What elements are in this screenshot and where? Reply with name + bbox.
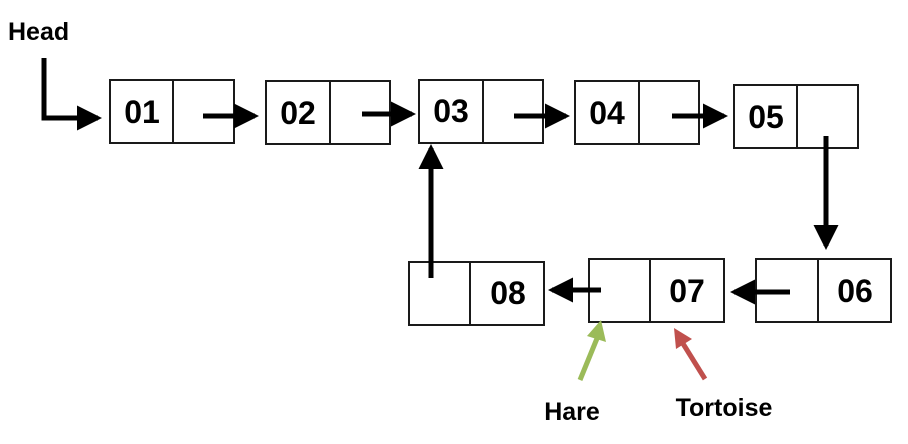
node-value-05: 05: [748, 99, 784, 135]
node-value-01: 01: [124, 94, 160, 130]
hare-arrow-head: [587, 320, 606, 342]
head-arrow: [41, 58, 103, 131]
node-box: [574, 80, 700, 145]
list-node-04: 04: [574, 80, 700, 145]
node-box: [418, 79, 544, 144]
list-node-07: 07: [588, 258, 725, 323]
hare-arrow-shaft: [577, 335, 601, 381]
list-node-05: 05: [733, 84, 859, 149]
tortoise-arrow-shaft: [679, 340, 708, 381]
node-value-08: 08: [490, 275, 526, 311]
list-node-03: 03: [418, 79, 544, 144]
node-box: [588, 258, 725, 323]
node-value-03: 03: [433, 93, 469, 129]
node-value-04: 04: [589, 95, 625, 131]
node-value-06: 06: [837, 273, 873, 309]
tortoise-pointer: [674, 328, 708, 381]
head-label: Head: [8, 18, 69, 46]
node-value-02: 02: [280, 95, 316, 131]
node-value-07: 07: [669, 273, 705, 309]
hare-label: Hare: [544, 398, 600, 426]
tortoise-arrow-head: [674, 328, 692, 349]
list-node-01: 01: [109, 79, 235, 144]
hare-pointer: [577, 320, 606, 381]
tortoise-label: Tortoise: [676, 394, 773, 422]
